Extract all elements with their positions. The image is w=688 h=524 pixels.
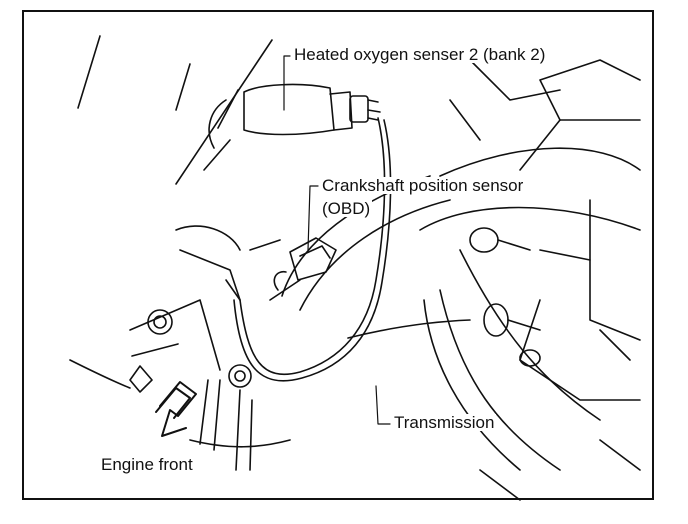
leader-lines	[283, 55, 391, 425]
transmission-bosses	[469, 227, 541, 367]
transmission-housing	[281, 59, 641, 501]
label-engine-front: Engine front	[99, 455, 195, 474]
engine-block	[69, 225, 291, 471]
label-transmission: Transmission	[392, 413, 497, 432]
label-obd: (OBD)	[320, 199, 373, 218]
label-crankshaft-position-sensor: Crankshaft position sensor	[320, 176, 526, 195]
label-heated-oxygen-sensor: Heated oxygen senser 2 (bank 2)	[292, 45, 548, 64]
zigzag-arrow-icon	[155, 381, 197, 437]
bolts	[129, 309, 252, 393]
oxygen-sensor	[203, 83, 381, 171]
background-sketch-lines	[77, 35, 273, 185]
crankshaft-sensor	[269, 237, 337, 301]
